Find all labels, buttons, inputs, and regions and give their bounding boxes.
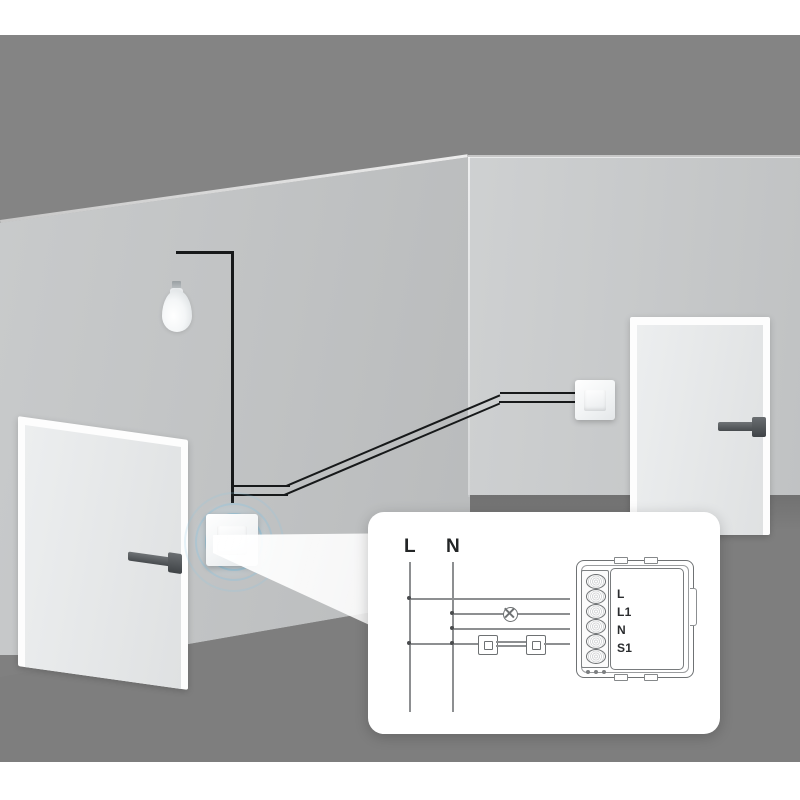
module-vents [586,670,606,674]
terminal-screw-1 [586,574,606,589]
module-terminal-block [581,570,609,668]
module-side-notch [690,588,697,626]
lamp-symbol-icon [503,607,518,622]
wire-switch-loop-a [409,643,479,645]
ceiling-edge-right [468,155,800,158]
junction-dot-N1 [450,611,454,615]
door-right-handle[interactable] [718,422,760,431]
bulb-cap-icon [172,281,181,292]
wiring-diagram-panel: L N [368,512,720,734]
terminal-label-L: L [617,587,625,601]
terminal-screw-6 [586,649,606,664]
bulb-glass [162,290,192,332]
wire-switch-loop-c [544,643,570,645]
frame-band-bottom [0,762,800,800]
push-button-symbol-2-icon [526,635,546,655]
module-vent-3 [602,670,606,674]
wire-to-terminal-N [452,628,570,630]
module-tab-bottom-2 [644,674,658,681]
module-tab-bottom-1 [614,674,628,681]
supply-label-L: L [404,536,416,557]
cable-ceiling-horizontal [176,251,234,254]
junction-dot-S1 [450,641,454,645]
junction-dot-N2 [450,626,454,630]
terminal-label-L1: L1 [617,605,632,619]
module-vent-1 [586,670,590,674]
wire-to-terminal-L [409,598,570,600]
wall-corner-edge [468,157,470,497]
terminal-label-N: N [617,623,626,637]
switch-right-rocker[interactable] [583,389,607,412]
wire-switch-loop-b2 [496,645,534,647]
terminal-screw-2 [586,589,606,604]
door-right-handle-base [752,417,766,437]
terminal-screw-3 [586,604,606,619]
supply-label-N: N [446,536,460,557]
rail-N [452,562,454,712]
terminal-screw-4 [586,619,606,634]
module-face-panel: L L1 N S1 [610,568,684,670]
relay-module-device: L L1 N S1 [562,548,710,688]
wire-switch-loop-b [496,641,534,643]
terminal-screw-5 [586,634,606,649]
frame-band-top [0,0,800,35]
rail-L [409,562,411,712]
junction-dot-L [407,596,411,600]
switch-right[interactable] [575,380,615,420]
door-right[interactable] [630,317,770,535]
module-tab-top-2 [644,557,658,564]
cable-ceiling-drop [231,251,234,503]
module-tab-top-1 [614,557,628,564]
terminal-label-S1: S1 [617,641,633,655]
junction-dot-L2 [407,641,411,645]
push-button-symbol-1-icon [478,635,498,655]
door-left[interactable] [18,416,188,690]
module-vent-2 [594,670,598,674]
door-left-handle-base [168,552,182,575]
